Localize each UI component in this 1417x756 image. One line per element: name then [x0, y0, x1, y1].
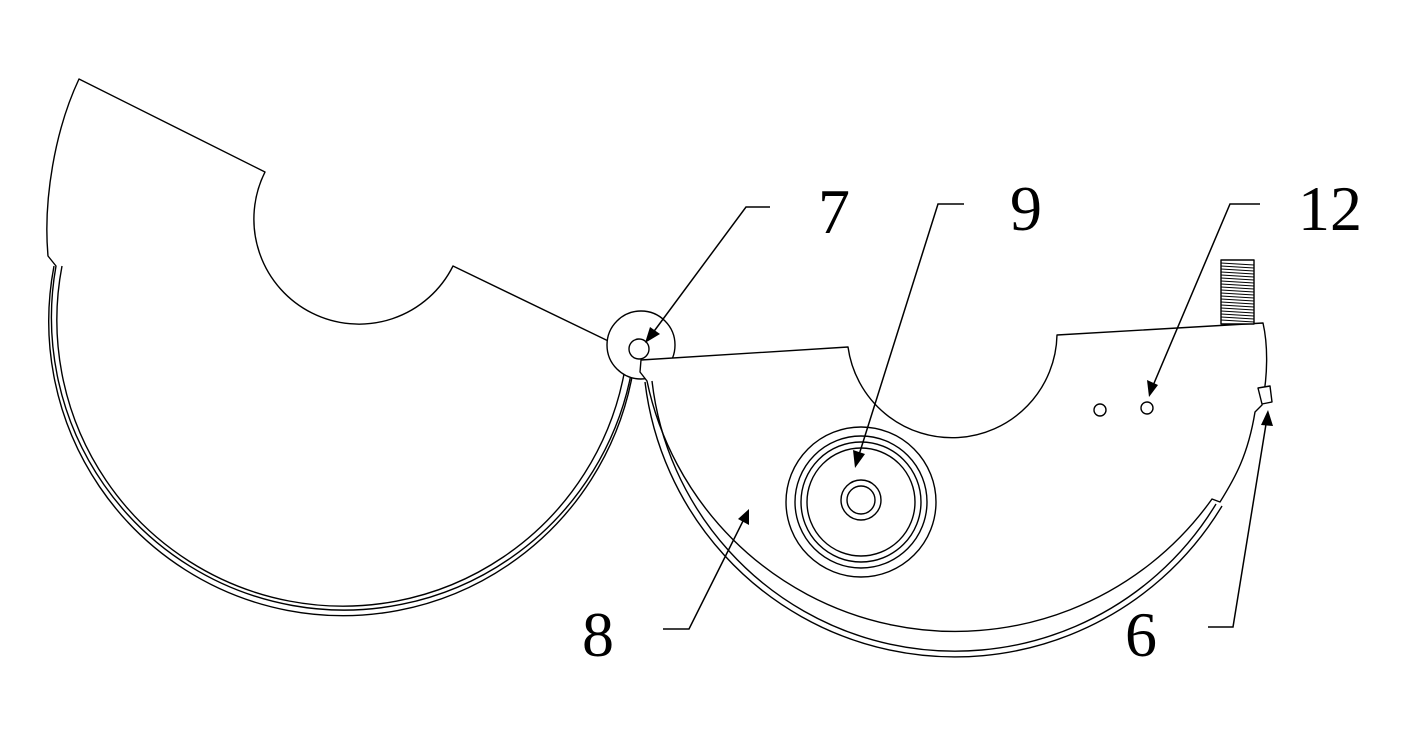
thread-line — [1220, 310, 1255, 314]
thread-line — [1220, 301, 1255, 305]
concentric-boss — [785, 426, 937, 578]
hinge-pin — [628, 338, 650, 360]
thread-line — [1220, 280, 1255, 284]
left-shell-rim-outer — [48, 265, 633, 617]
thread-line — [1220, 262, 1255, 266]
side-latch — [1257, 385, 1273, 405]
arrowhead-9 — [853, 450, 865, 468]
thread-line — [1220, 316, 1255, 320]
arrowhead-8 — [738, 509, 749, 525]
callout-label-7: 7 — [818, 176, 850, 247]
leader-line-8 — [663, 516, 746, 630]
arrowhead-6 — [1261, 410, 1273, 426]
thread-line — [1220, 268, 1255, 272]
callout-label-9: 9 — [1010, 173, 1042, 244]
small-hole-right — [1140, 401, 1154, 415]
thread-line — [1220, 292, 1255, 296]
thread-line — [1220, 271, 1255, 275]
right-shell-body — [639, 322, 1268, 633]
boss-hub-inner — [846, 485, 876, 515]
left-half-shell — [46, 78, 633, 617]
leader-line-9 — [857, 203, 964, 459]
leader-line-6 — [1208, 417, 1268, 628]
thread-line — [1220, 313, 1255, 317]
thread-line — [1220, 283, 1255, 287]
arrowhead-7 — [645, 327, 660, 343]
thread-line — [1220, 289, 1255, 293]
callout-label-12: 12 — [1298, 173, 1362, 244]
right-shell-rim-outer — [644, 381, 1223, 658]
right-shell-rim-inner — [651, 380, 1217, 652]
thread-line — [1220, 298, 1255, 302]
thread-line — [1220, 286, 1255, 290]
thread-line — [1220, 277, 1255, 281]
right-half-shell — [639, 259, 1273, 658]
callout-label-8: 8 — [582, 599, 614, 670]
callout-9: 9 — [853, 173, 1042, 468]
thread-line — [1220, 265, 1255, 269]
leader-line-12 — [1151, 203, 1260, 389]
thread-line — [1220, 295, 1255, 299]
thread-line — [1220, 274, 1255, 278]
leader-line-7 — [651, 206, 770, 335]
callout-6: 6 — [1125, 410, 1273, 670]
small-hole-left — [1093, 403, 1107, 417]
thread-line — [1220, 307, 1255, 311]
left-shell-rim-inner — [56, 265, 625, 607]
left-shell-body — [46, 78, 633, 611]
callout-8: 8 — [582, 509, 749, 670]
callout-7: 7 — [645, 176, 850, 343]
callout-12: 12 — [1147, 173, 1362, 397]
callout-label-6: 6 — [1125, 599, 1157, 670]
thread-line — [1220, 319, 1255, 323]
arrowhead-12 — [1147, 380, 1158, 397]
thread-line — [1220, 304, 1255, 308]
threaded-stud — [1220, 259, 1255, 325]
